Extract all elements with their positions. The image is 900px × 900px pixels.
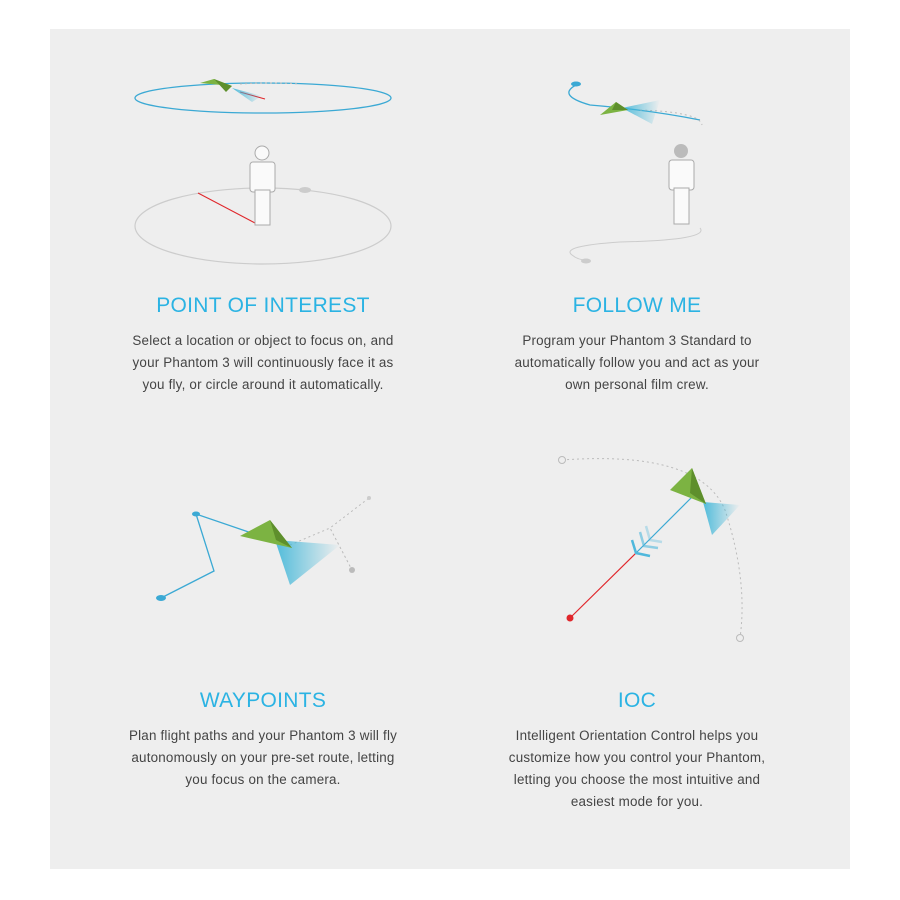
- drone-icon: [600, 102, 628, 115]
- waypoints-illustration: [156, 496, 371, 601]
- orbit-ellipse: [134, 82, 392, 114]
- point-of-interest-illustration: [134, 79, 392, 265]
- description-line: Intelligent Orientation Control helps yo…: [515, 728, 759, 743]
- camera-beam-icon: [703, 502, 740, 535]
- feature-description: Select a location or object to focus on,…: [103, 330, 423, 396]
- drone-icon: [240, 520, 292, 548]
- person-icon: [249, 145, 276, 226]
- description-line: automatically follow you and act as your: [514, 355, 760, 370]
- person-icon: [668, 144, 695, 225]
- description-line: Plan flight paths and your Phantom 3 wil…: [128, 728, 398, 743]
- feature-waypoints: WAYPOINTS Plan flight paths and your Pha…: [103, 689, 423, 791]
- features-panel: [50, 29, 850, 869]
- feature-description: Intelligent Orientation Control helps yo…: [477, 725, 797, 813]
- description-line: you focus on the camera.: [185, 772, 341, 787]
- feature-description: Plan flight paths and your Phantom 3 wil…: [103, 725, 423, 791]
- ioc-illustration: [558, 456, 744, 642]
- feature-title: IOC: [617, 689, 657, 712]
- feature-description: Program your Phantom 3 Standard to autom…: [477, 330, 797, 396]
- description-line: Select a location or object to focus on,…: [132, 333, 394, 348]
- drone-icon: [670, 468, 706, 504]
- feature-title: WAYPOINTS: [199, 689, 327, 712]
- camera-beam-icon: [275, 540, 340, 585]
- feature-point-of-interest: POINT OF INTEREST Select a location or o…: [103, 294, 423, 396]
- description-line: you fly, or circle around it automatical…: [142, 377, 384, 392]
- feature-follow-me: FOLLOW ME Program your Phantom 3 Standar…: [477, 294, 797, 396]
- drone-icon: [200, 79, 232, 92]
- camera-beam-icon: [232, 88, 262, 102]
- description-line: your Phantom 3 will continuously face it…: [132, 355, 394, 370]
- description-line: customize how you control your Phantom,: [508, 750, 766, 765]
- chevron-arrow-icon: [630, 525, 663, 558]
- description-line: own personal film crew.: [565, 377, 709, 392]
- description-line: Program your Phantom 3 Standard to: [522, 333, 752, 348]
- feature-ioc: IOC Intelligent Orientation Control help…: [477, 689, 797, 813]
- follow-me-illustration: [568, 81, 703, 264]
- description-line: letting you choose the most intuitive an…: [513, 772, 761, 787]
- description-line: autonomously on your pre-set route, lett…: [131, 750, 395, 765]
- description-line: easiest mode for you.: [570, 794, 704, 809]
- camera-beam-icon: [622, 100, 660, 124]
- feature-title: FOLLOW ME: [572, 294, 702, 317]
- feature-title: POINT OF INTEREST: [156, 294, 370, 317]
